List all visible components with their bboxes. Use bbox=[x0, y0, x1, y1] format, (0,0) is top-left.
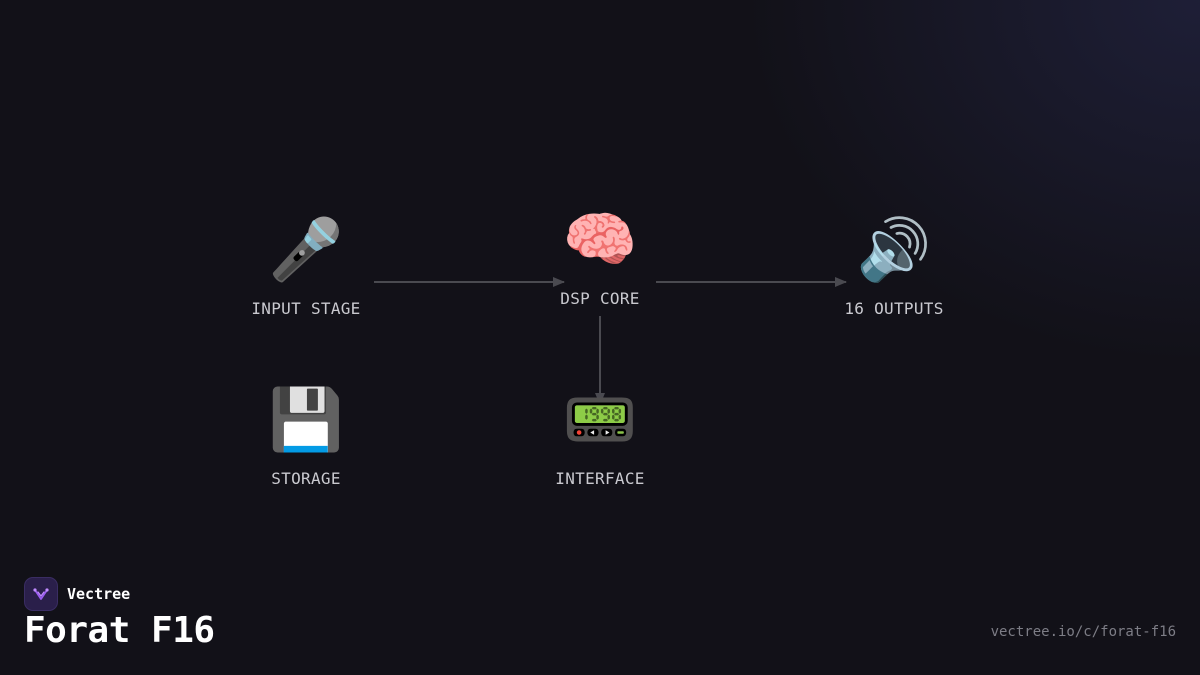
floppy-disk-icon: 💾 bbox=[268, 385, 344, 455]
page-title: Forat F16 bbox=[24, 610, 215, 651]
node-input-stage: 🎤 INPUT STAGE bbox=[206, 215, 406, 318]
brain-icon: 🧠 bbox=[562, 205, 638, 275]
brand-name: Vectree bbox=[67, 585, 131, 603]
microphone-icon: 🎤 bbox=[268, 215, 344, 285]
node-dsp-core: 🧠 DSP CORE bbox=[500, 205, 700, 308]
vectree-logo-icon bbox=[24, 577, 58, 611]
node-label-input-stage: INPUT STAGE bbox=[251, 299, 361, 318]
node-label-interface: INTERFACE bbox=[555, 469, 645, 488]
node-16-outputs: 🔊 16 OUTPUTS bbox=[794, 215, 994, 318]
node-storage: 💾 STORAGE bbox=[206, 385, 406, 488]
node-label-storage: STORAGE bbox=[271, 469, 341, 488]
node-label-dsp-core: DSP CORE bbox=[560, 289, 640, 308]
node-interface: 📟 INTERFACE bbox=[500, 385, 700, 488]
node-label-16-outputs: 16 OUTPUTS bbox=[844, 299, 944, 318]
brand[interactable]: Vectree bbox=[24, 577, 130, 611]
speaker-icon: 🔊 bbox=[856, 215, 932, 285]
pager-icon: 📟 bbox=[562, 385, 638, 455]
page-url[interactable]: vectree.io/c/forat-f16 bbox=[990, 624, 1176, 640]
